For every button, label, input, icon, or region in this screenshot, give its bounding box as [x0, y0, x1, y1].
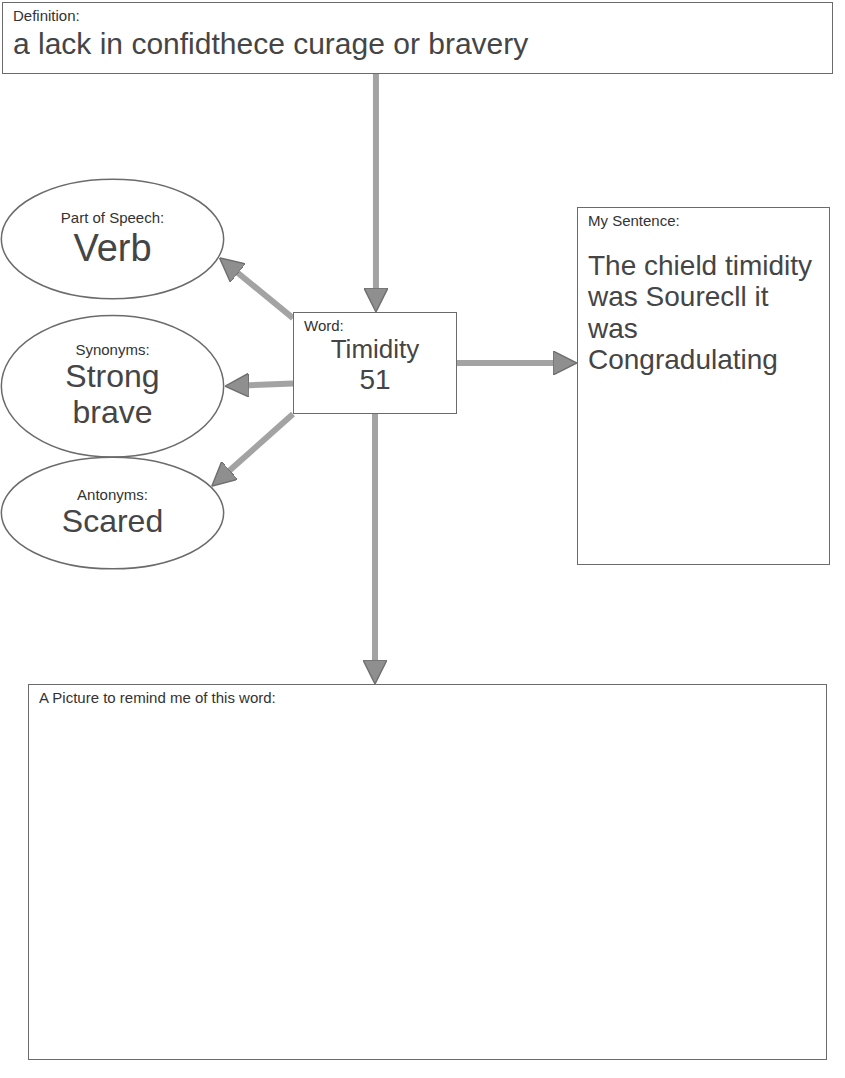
handwritten-entry: a lack in confidthece curage or bravery	[13, 27, 822, 61]
handwritten-entry: Strong brave	[30, 359, 195, 431]
antonyms-ellipse: Antonyms:Scared	[0, 456, 225, 570]
handwritten-entry: Timidity	[304, 335, 446, 364]
connector-arrow	[221, 414, 293, 478]
box-label: Definition:	[13, 7, 822, 25]
box-label: My Sentence:	[588, 212, 819, 230]
sentence-box: My Sentence: The chield timidity was Sour…	[577, 207, 830, 565]
connector-arrow	[457, 360, 565, 366]
connector-arrow	[373, 74, 379, 300]
handwritten-entry: The chield timidity was Sourecll it was …	[588, 250, 819, 375]
definition-box: Definition: a lack in confidthece curage …	[2, 2, 833, 74]
part-of-speech-ellipse: Part of Speech:Verb	[0, 178, 225, 300]
connector-arrow	[237, 383, 293, 385]
connector-arrow	[372, 414, 378, 672]
ellipse-shape	[1, 315, 223, 457]
handwritten-entry: Verb	[30, 227, 195, 270]
synonyms-ellipse: Synonyms:Strong brave	[0, 314, 225, 458]
handwritten-entry: Scared	[30, 504, 195, 540]
box-label: Part of Speech:	[30, 209, 195, 227]
box-label: Antonyms:	[30, 486, 195, 504]
ellipse-shape	[1, 179, 223, 299]
box-label: Word:	[304, 317, 446, 335]
ellipse-shape	[1, 457, 223, 569]
box-label: Synonyms:	[30, 341, 195, 359]
picture-box: A Picture to remind me of this word:	[28, 684, 827, 1060]
word-box: Word:Timidity51	[293, 312, 457, 414]
box-label: A Picture to remind me of this word:	[39, 689, 816, 707]
handwritten-entry: 51	[304, 364, 446, 395]
connector-arrow	[229, 265, 293, 318]
